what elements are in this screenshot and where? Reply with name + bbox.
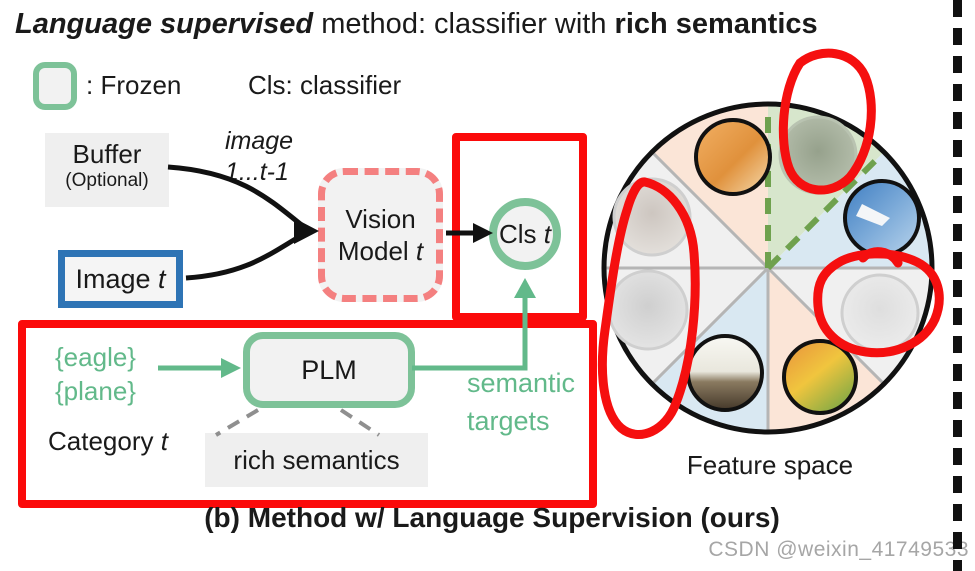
vision-model-line1: Vision <box>345 204 416 234</box>
image-to-vision-curve <box>185 231 306 281</box>
vision-model-line2-prefix: Model <box>337 236 416 266</box>
frozen-legend-icon <box>33 62 77 110</box>
slice-blue-upper-right <box>768 152 932 268</box>
slice-green <box>768 104 884 269</box>
panda-image-faded <box>840 273 920 353</box>
slice-gray-right <box>768 268 931 384</box>
feature-space-label: Feature space <box>686 450 854 480</box>
semantic-targets-line1: semantic <box>467 368 576 398</box>
image-note-line2: 1...t-1 <box>225 158 289 186</box>
plane-image <box>843 179 921 257</box>
vision-model-line2: Model t <box>325 235 436 267</box>
vision-model-box: Vision Model t <box>318 168 443 302</box>
category-set-text: {eagle} {plane} <box>55 340 136 408</box>
buffer-box-subtitle: (Optional) <box>65 170 149 191</box>
vision-model-line2-var: t <box>415 236 424 266</box>
red-loop-left-classes <box>597 177 700 439</box>
cls-node-var: t <box>543 219 551 249</box>
feature-space-images <box>607 115 921 415</box>
buffer-box: Buffer (Optional) <box>45 133 169 207</box>
category-label-var: t <box>160 426 168 456</box>
buffer-box-title: Buffer <box>72 139 142 169</box>
image-t-var: t <box>158 264 166 294</box>
lynx-image-faded <box>607 269 689 351</box>
slice-blue-bottom-left <box>652 268 768 432</box>
frozen-legend-label: : Frozen <box>86 70 182 100</box>
red-loop-panda <box>813 249 944 358</box>
merge-arrowhead <box>294 218 319 244</box>
title-regular: method: classifier with <box>313 8 615 40</box>
image-t-label: Image <box>75 264 159 294</box>
category-t-label: Category t <box>48 426 168 457</box>
image-t-box: Image t <box>58 250 183 308</box>
feature-space-outline <box>601 101 935 435</box>
slice-peach-top-left <box>652 104 768 268</box>
red-loop-monkey <box>778 48 876 195</box>
green-dashed-slice-border <box>765 104 887 271</box>
image-stream-note: image 1...t-1 <box>225 126 293 188</box>
cls-node-label: Cls <box>498 219 544 249</box>
image-note-line1: image <box>225 127 294 155</box>
cls-legend-label: Cls: classifier <box>248 70 402 100</box>
red-loop-panda-squiggle <box>858 247 903 268</box>
category-plane: {plane} <box>55 376 136 406</box>
red-highlight-loops <box>597 48 944 439</box>
title-bold: rich semantics <box>614 8 818 40</box>
figure-caption: (b) Method w/ Language Supervision (ours… <box>204 502 780 533</box>
monkey-image-faded <box>778 115 858 195</box>
plane-fuselage-shape <box>856 204 890 226</box>
rich-semantics-box: rich semantics <box>205 433 428 487</box>
feature-space-slices <box>601 101 935 435</box>
title-bold-italic: Language supervised <box>15 8 314 40</box>
category-eagle: {eagle} <box>55 342 136 372</box>
parrot-image <box>782 339 858 415</box>
classifier-node: Cls t <box>489 198 561 270</box>
semantic-targets-line2: targets <box>467 406 550 436</box>
plm-box: PLM <box>243 332 415 408</box>
red-frame-language-supervision <box>18 320 597 508</box>
red-panda-image-faded <box>612 177 692 257</box>
watermark: CSDN @weixin_41749533 <box>708 538 969 561</box>
slice-peach-bottom-right <box>768 268 884 432</box>
category-label-prefix: Category <box>48 426 161 456</box>
slice-gray-left-upper <box>604 152 768 268</box>
semantic-targets-text: semantic targets <box>467 364 575 440</box>
right-dashed-divider <box>953 0 962 571</box>
slice-dividers <box>605 151 931 431</box>
slice-gray-left-lower <box>605 268 768 384</box>
figure-title: Language supervised method: classifier w… <box>15 6 818 42</box>
cat-image <box>694 118 772 196</box>
eagle-image <box>686 334 764 412</box>
